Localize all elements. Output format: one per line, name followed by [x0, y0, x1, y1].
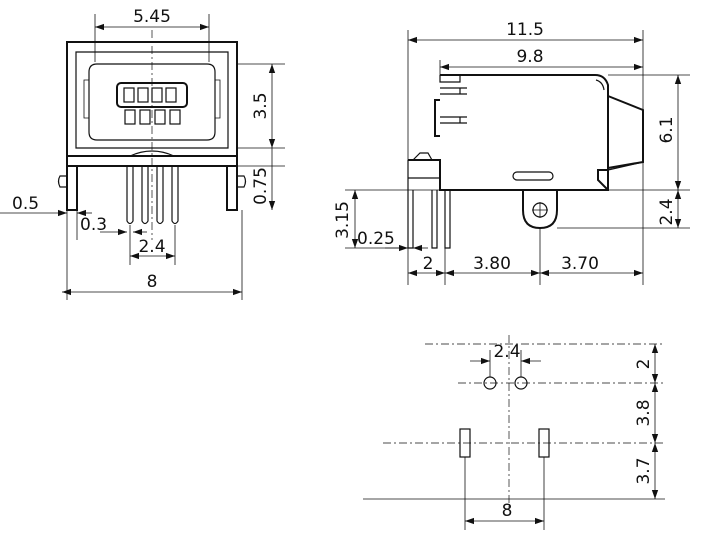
side-plug-insert [597, 85, 609, 191]
dim-overall-length: 11.5 [506, 20, 544, 40]
dim-height-opening: 3.5 [251, 92, 271, 119]
dim-pin-offset: 2 [423, 254, 434, 274]
front-left-leg [66, 166, 78, 211]
side-body-outline [439, 74, 609, 191]
dim-pin-pitch: 2.4 [138, 237, 165, 257]
dim-tab-height: 2.4 [657, 198, 677, 225]
dim-hole-pitch: 2.4 [493, 342, 520, 362]
dim-width-top: 5.45 [133, 7, 171, 27]
front-inner-frame [75, 51, 229, 149]
dim-pin-width-side: 0.25 [357, 229, 395, 249]
dim-left-tab: 0.5 [12, 194, 39, 214]
pcb-footprint: 2.4 2 3.8 3.7 8 [363, 335, 665, 530]
front-view: 5.45 3.5 0.75 0.5 0.3 2.4 8 [0, 7, 285, 300]
dim-row3: 3.7 [634, 457, 654, 484]
dim-tab-to-end: 3.70 [561, 254, 599, 274]
dim-pin-depth: 3.15 [333, 201, 353, 239]
front-receptacle-opening [88, 63, 216, 141]
dim-offset: 0.75 [251, 167, 271, 205]
dim-height: 6.1 [657, 116, 677, 143]
dim-overall-width: 8 [147, 272, 158, 292]
front-signal-pins [126, 166, 179, 225]
dim-row2: 3.8 [634, 399, 654, 426]
dim-slot-pitch: 8 [502, 501, 513, 521]
dim-pin-to-tab: 3.80 [473, 254, 511, 274]
dim-pin-width: 0.3 [80, 215, 107, 235]
side-view: 11.5 9.8 6.1 2.4 3.15 0.25 2 3.80 3.7 [333, 20, 690, 285]
dim-body-length: 9.8 [516, 47, 543, 67]
front-right-leg [226, 166, 238, 211]
dim-row1: 2 [634, 359, 654, 370]
